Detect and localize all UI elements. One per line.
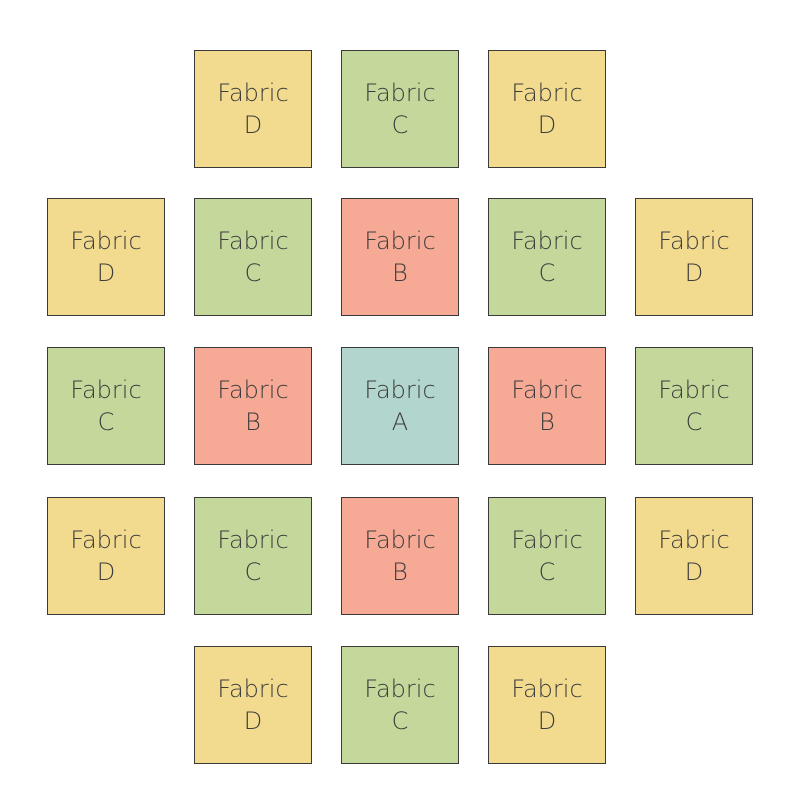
fabric-word: Fabric [217,79,289,107]
fabric-word: Fabric [364,675,436,703]
fabric-letter: D [684,558,704,586]
fabric-letter: C [97,408,115,436]
fabric-word: Fabric [70,227,142,255]
fabric-letter: B [245,408,261,436]
fabric-word: Fabric [217,675,289,703]
fabric-word: Fabric [364,526,436,554]
fabric-word: Fabric [70,526,142,554]
fabric-word: Fabric [217,227,289,255]
fabric-letter: D [684,259,704,287]
fabric-letter: D [96,259,116,287]
fabric-letter: C [244,558,262,586]
fabric-word: Fabric [217,526,289,554]
fabric-word: Fabric [217,376,289,404]
fabric-letter: D [537,707,557,735]
fabric-word: Fabric [658,376,730,404]
fabric-letter: B [392,558,408,586]
fabric-letter: A [391,408,409,436]
fabric-letter: B [392,259,408,287]
fabric-word: Fabric [511,376,583,404]
fabric-letter: B [539,408,555,436]
fabric-word: Fabric [511,227,583,255]
fabric-letter: D [243,707,263,735]
fabric-letter: C [685,408,703,436]
fabric-word: Fabric [658,227,730,255]
fabric-letter: D [537,111,557,139]
fabric-word: Fabric [511,526,583,554]
fabric-letter: C [538,558,556,586]
fabric-letter: D [96,558,116,586]
fabric-letter: C [391,707,409,735]
fabric-letter: D [243,111,263,139]
fabric-word: Fabric [658,526,730,554]
fabric-word: Fabric [511,675,583,703]
fabric-word: Fabric [364,376,436,404]
fabric-word: Fabric [511,79,583,107]
fabric-word: Fabric [364,79,436,107]
fabric-letter: C [244,259,262,287]
fabric-letter: C [391,111,409,139]
fabric-word: Fabric [70,376,142,404]
fabric-letter: C [538,259,556,287]
fabric-word: Fabric [364,227,436,255]
